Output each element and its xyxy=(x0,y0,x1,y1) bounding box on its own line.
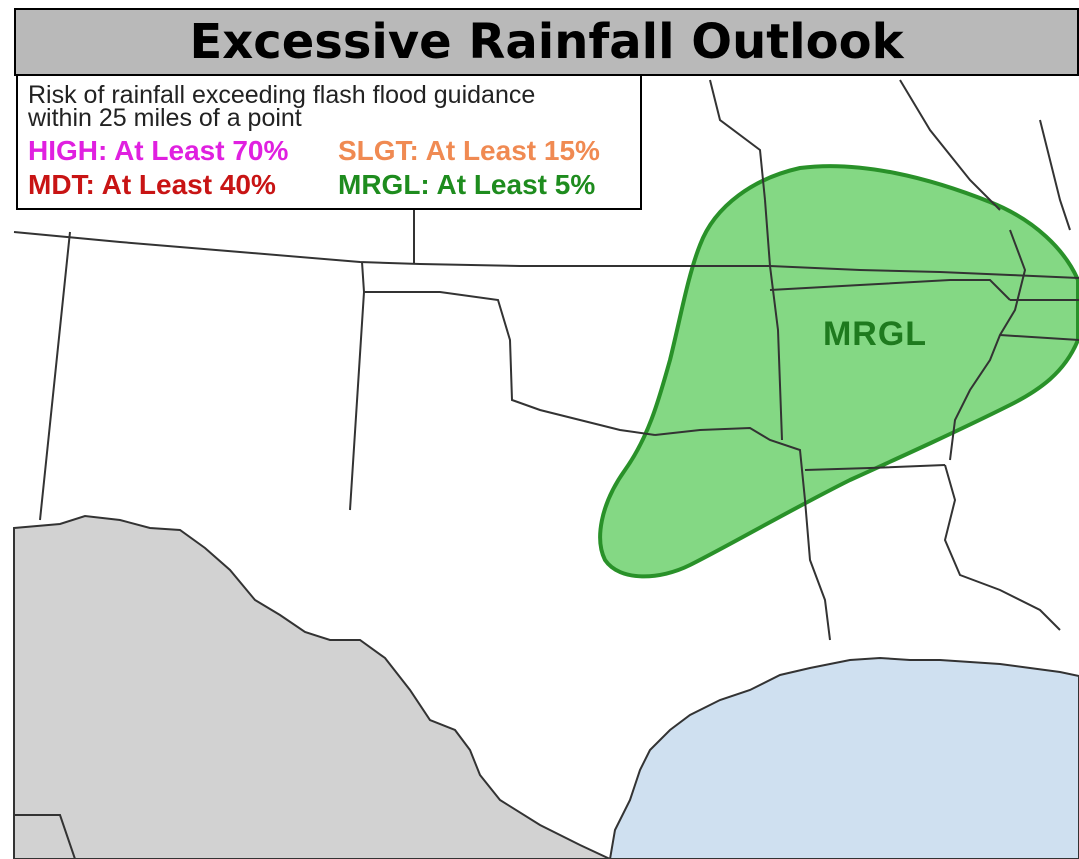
legend-slgt: SLGT: At Least 15% xyxy=(338,135,600,166)
legend-row-1: HIGH: At Least 70% SLGT: At Least 15% xyxy=(28,134,640,168)
legend-box: Risk of rainfall exceeding flash flood g… xyxy=(16,76,642,210)
mrgl-area-label: MRGL xyxy=(823,315,927,353)
legend-high: HIGH: At Least 70% xyxy=(28,135,289,166)
title-bar: Excessive Rainfall Outlook xyxy=(14,8,1079,76)
page-title: Excessive Rainfall Outlook xyxy=(189,14,904,70)
legend-row-2: MDT: At Least 40% MRGL: At Least 5% xyxy=(28,168,640,202)
legend-mdt: MDT: At Least 40% xyxy=(28,169,276,200)
mrgl-risk-area xyxy=(598,164,1079,579)
mexico-region xyxy=(13,514,611,859)
legend-mrgl: MRGL: At Least 5% xyxy=(338,169,596,200)
legend-description-line1: Risk of rainfall exceeding flash flood g… xyxy=(28,81,536,109)
state-borders xyxy=(13,79,1079,859)
legend-description-line2: within 25 miles of a point xyxy=(28,104,302,132)
gulf-of-mexico xyxy=(608,656,1079,859)
